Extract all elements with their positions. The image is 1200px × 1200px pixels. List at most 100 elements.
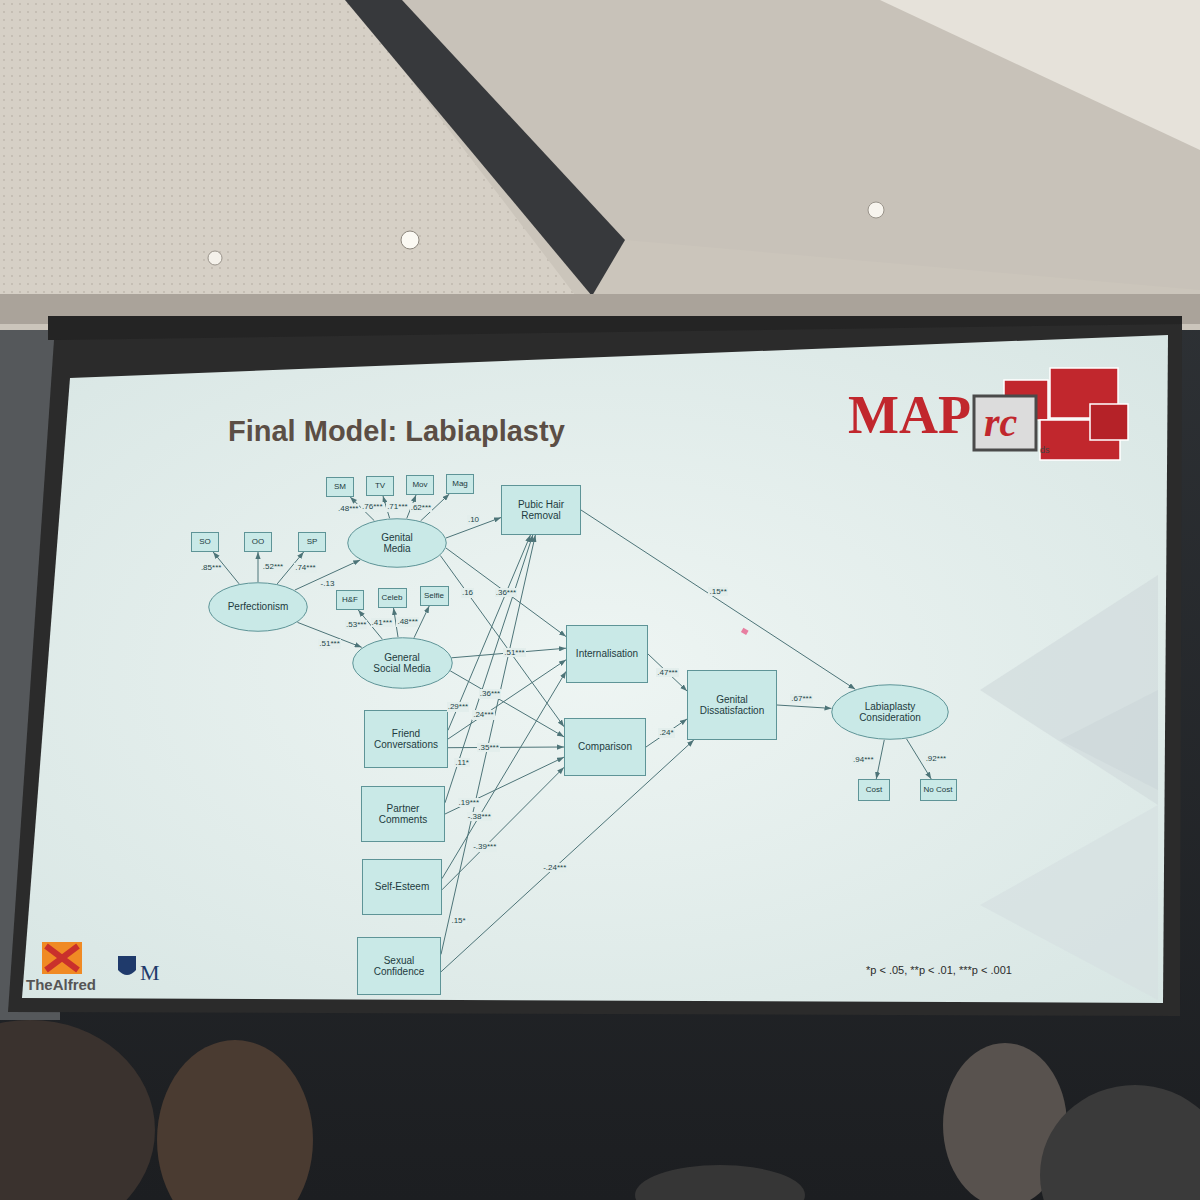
coefficient-label: .24* — [658, 728, 674, 738]
ceiling-edge — [880, 0, 1200, 150]
node-text: Genital Media — [372, 532, 422, 555]
node-text: Mag — [452, 479, 468, 488]
coefficient-label: .48*** — [337, 504, 359, 514]
node-text: TV — [375, 481, 385, 490]
coefficient-label: .51*** — [318, 639, 340, 649]
logo-square — [1090, 404, 1128, 440]
variable-box: Friend Conversations — [364, 710, 448, 768]
deco-triangle — [980, 575, 1158, 805]
coefficient-label: .35*** — [477, 743, 499, 753]
alfred-icon — [42, 942, 82, 974]
significance-note: *p < .05, **p < .01, ***p < .001 — [866, 964, 1012, 976]
coefficient-label: .48*** — [396, 617, 418, 627]
coefficient-label: .29*** — [447, 702, 469, 712]
audience-head — [635, 1165, 805, 1200]
path-arrow — [441, 535, 535, 954]
coefficient-label: -.24*** — [542, 863, 567, 873]
node-text: Internalisation — [576, 648, 638, 660]
path-arrow — [448, 660, 566, 739]
indicator-box: SM — [326, 477, 354, 497]
variable-box: Comparison — [564, 718, 646, 776]
university-logo: M — [140, 961, 160, 985]
coefficient-label: .51*** — [503, 648, 525, 658]
path-arrow — [451, 648, 566, 658]
coefficient-label: .41*** — [371, 618, 393, 628]
node-text: Labiaplasty Consideration — [854, 701, 926, 724]
indicator-box: Cost — [858, 779, 890, 801]
coefficient-label: .71*** — [386, 502, 408, 512]
path-arrow — [295, 560, 360, 590]
logo-tag: ds — [1040, 446, 1050, 456]
coefficient-label: .47*** — [656, 668, 678, 678]
screen-frame — [8, 324, 1182, 1016]
indicator-box: OO — [244, 532, 272, 552]
node-text: Mov — [412, 480, 427, 489]
node-text: SP — [307, 537, 318, 546]
variable-box: Partner Comments — [361, 786, 445, 842]
deco-triangle — [1060, 690, 1158, 790]
coefficient-label: -.13 — [320, 579, 336, 589]
coefficient-label: .76*** — [361, 502, 383, 512]
coefficient-label: .10 — [467, 515, 480, 525]
path-arrow — [448, 747, 564, 749]
indicator-box: No Cost — [920, 779, 957, 801]
coefficient-label: .94*** — [852, 755, 874, 765]
ceiling-beam — [345, 0, 625, 296]
indicator-box: Selfie — [420, 586, 449, 606]
indicator-box: Celeb — [378, 588, 407, 608]
node-text: Cost — [866, 785, 882, 794]
logo-wordmark: MAP — [848, 386, 971, 445]
indicator-box: SP — [298, 532, 326, 552]
node-text: Sexual Confidence — [364, 955, 434, 978]
monash-crest — [118, 956, 136, 975]
path-arrow — [442, 671, 566, 878]
coefficient-label: .62*** — [410, 503, 432, 513]
node-text: SM — [334, 482, 346, 491]
coefficient-label: .52*** — [262, 562, 284, 572]
coefficient-label: .36*** — [495, 588, 517, 598]
logo-box — [974, 396, 1036, 450]
latent-ellipse: Labiaplasty Consideration — [831, 684, 949, 740]
coefficient-label: .16 — [461, 588, 474, 598]
coefficient-label: .92*** — [925, 754, 947, 764]
ellipse-shape — [348, 519, 447, 568]
node-text: Pubic Hair Removal — [510, 499, 572, 522]
path-arrow — [646, 719, 687, 747]
variable-box: Pubic Hair Removal — [501, 485, 581, 535]
node-text: Comparison — [578, 741, 632, 753]
audience-head — [1040, 1085, 1200, 1200]
indicator-box: Mag — [446, 474, 474, 494]
audience-head — [157, 1040, 313, 1200]
indicator-box: H&F — [336, 590, 364, 610]
coefficient-label: .19*** — [458, 798, 480, 808]
coefficient-label: -.39*** — [472, 842, 497, 852]
coefficient-label: .11* — [454, 758, 470, 768]
downlight — [401, 231, 419, 249]
node-text: Genital Dissatisfaction — [694, 694, 770, 717]
slide-ground — [22, 335, 1168, 1003]
variable-box: Self-Esteem — [362, 859, 442, 915]
latent-ellipse: Perfectionism — [208, 582, 308, 632]
path-arrow — [648, 654, 687, 691]
indicator-box: SO — [191, 532, 219, 552]
node-text: No Cost — [924, 785, 953, 794]
variable-box: Internalisation — [566, 625, 648, 683]
node-text: General Social Media — [370, 652, 434, 675]
downlight — [208, 251, 222, 265]
path-arrow — [777, 705, 831, 708]
audience-head — [0, 1020, 155, 1200]
path-arrow — [446, 548, 566, 637]
node-text: H&F — [342, 595, 358, 604]
logo-suffix: rc — [984, 401, 1017, 445]
coefficient-label: .15** — [708, 587, 727, 597]
node-text: SO — [199, 537, 211, 546]
indicator-box: TV — [366, 476, 394, 496]
node-text: Selfie — [424, 591, 444, 600]
coefficient-label: .53*** — [345, 620, 367, 630]
node-text: Celeb — [382, 593, 403, 602]
alfred-cross — [46, 946, 78, 970]
